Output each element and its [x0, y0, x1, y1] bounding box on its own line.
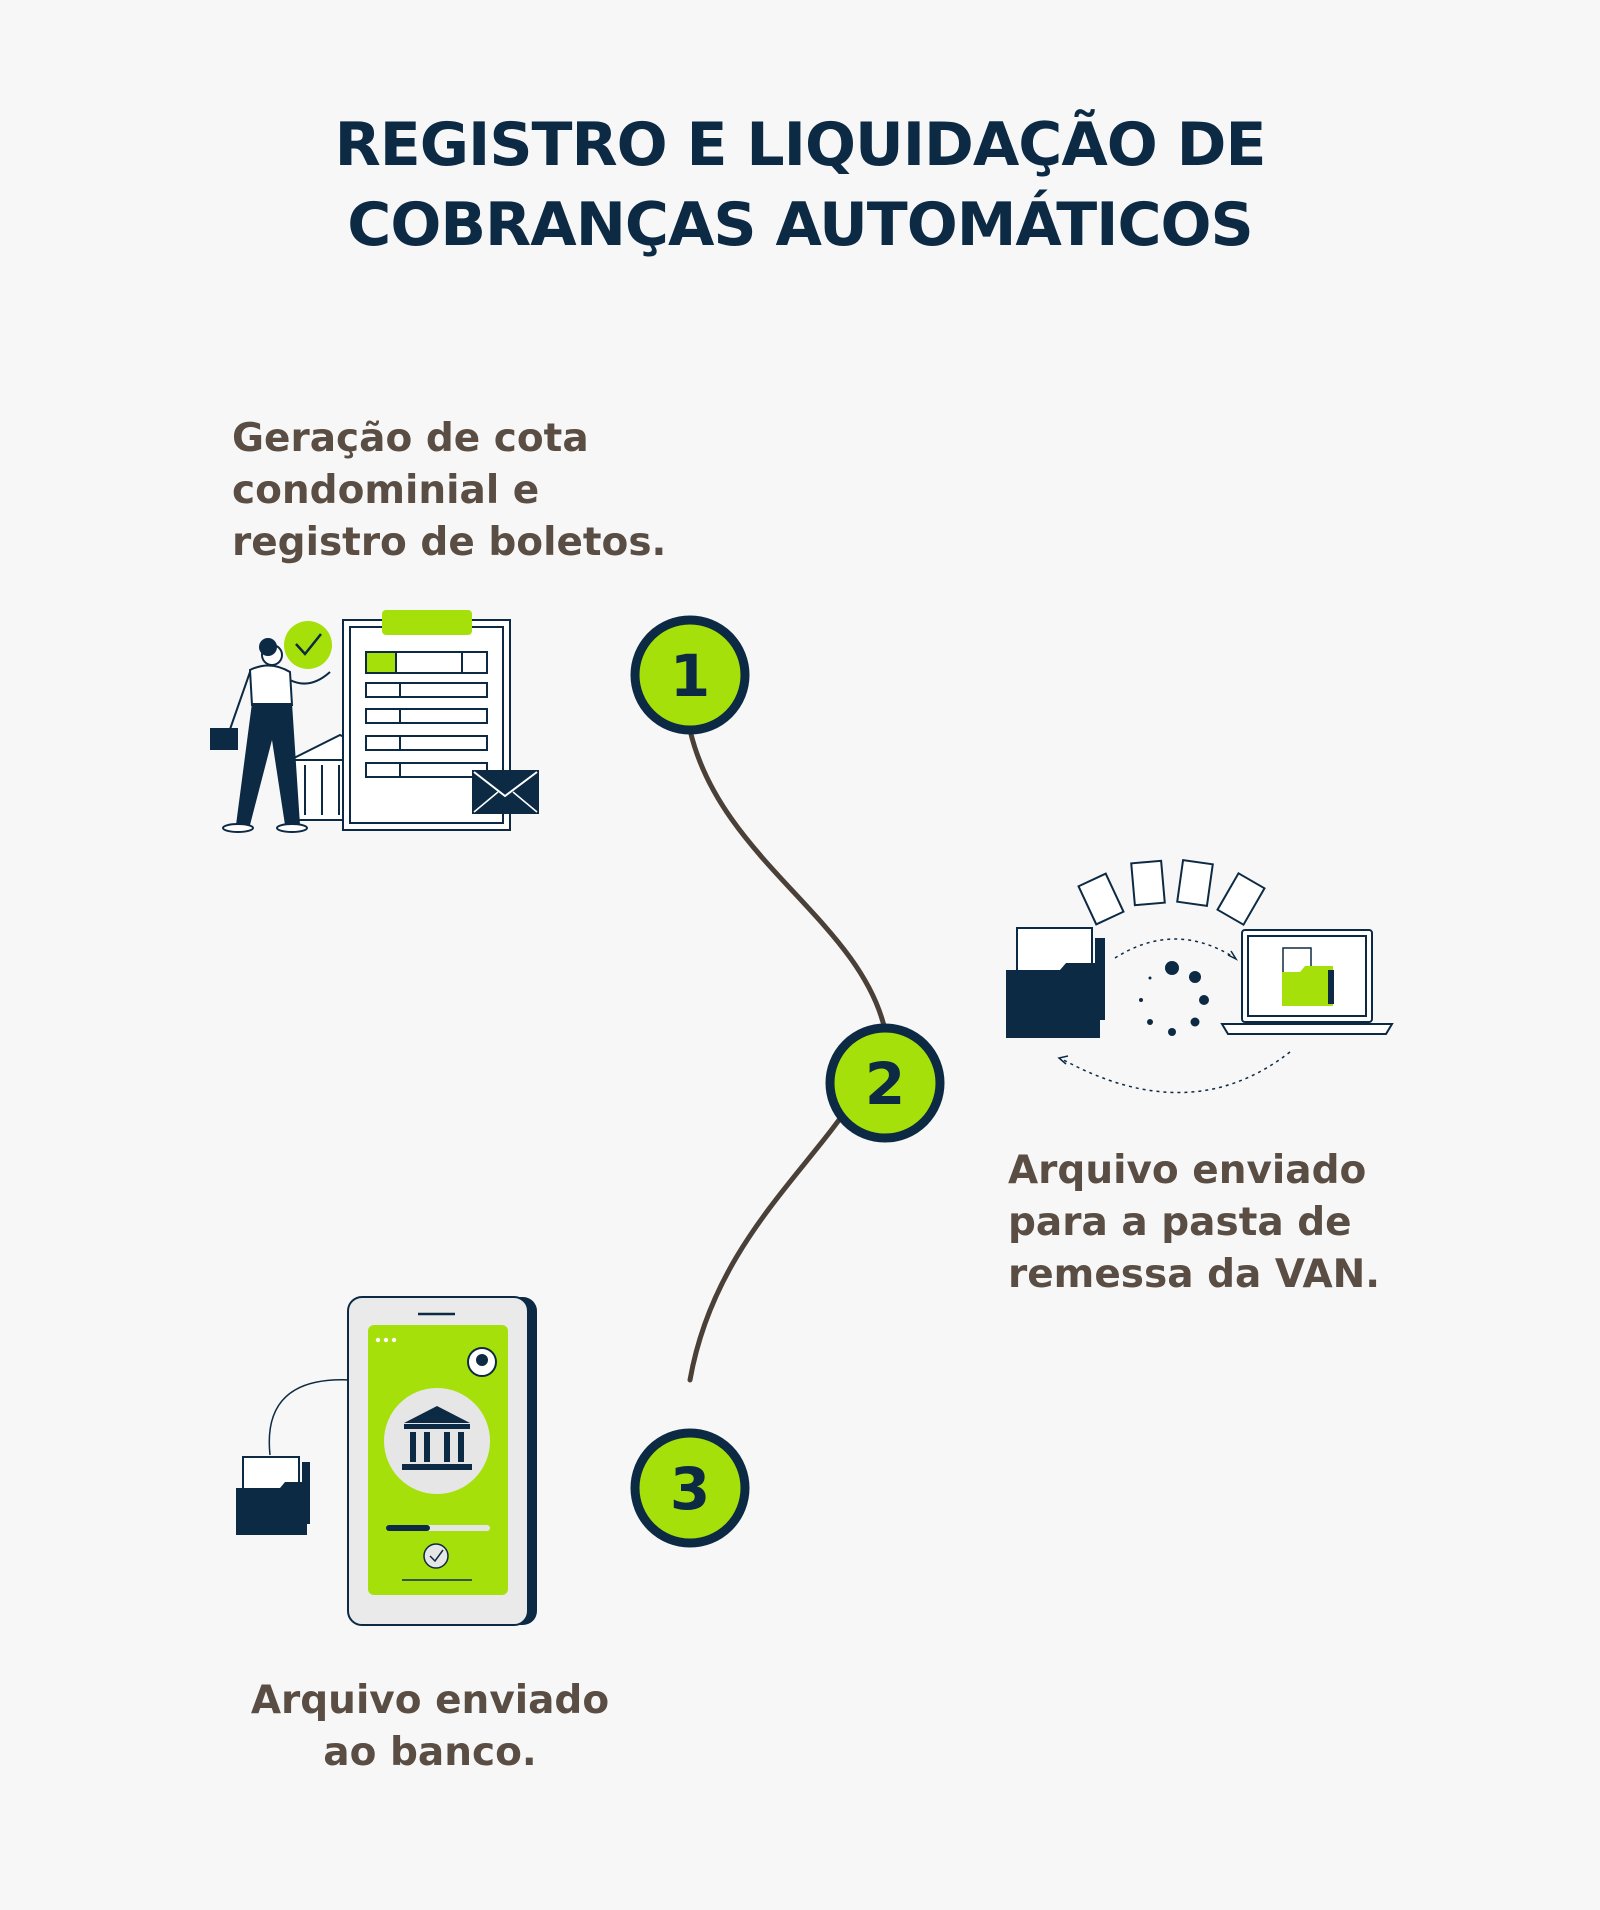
- laptop-icon: [1222, 930, 1392, 1034]
- person-document-bank-icon: [210, 610, 539, 832]
- folder-transfer-laptop-icon: [1006, 860, 1392, 1092]
- step-1-number: 1: [670, 642, 710, 710]
- phone-bank-icon: [236, 1297, 537, 1625]
- step-1-marker: 1: [635, 620, 745, 730]
- step-3-marker: 3: [635, 1433, 745, 1543]
- loading-spinner-icon: [1139, 961, 1209, 1036]
- arrow-to-laptop-icon: [1115, 939, 1235, 958]
- envelope-icon: [472, 770, 539, 814]
- papers-icon: [1079, 860, 1265, 925]
- folder-icon: [1006, 928, 1105, 1038]
- step-2-marker: 2: [830, 1028, 940, 1138]
- step-2-number: 2: [865, 1050, 905, 1118]
- step-3-number: 3: [670, 1455, 710, 1523]
- folder-icon: [236, 1457, 310, 1535]
- arrow-return-icon: [1060, 1052, 1290, 1093]
- check-badge-icon: [284, 621, 332, 669]
